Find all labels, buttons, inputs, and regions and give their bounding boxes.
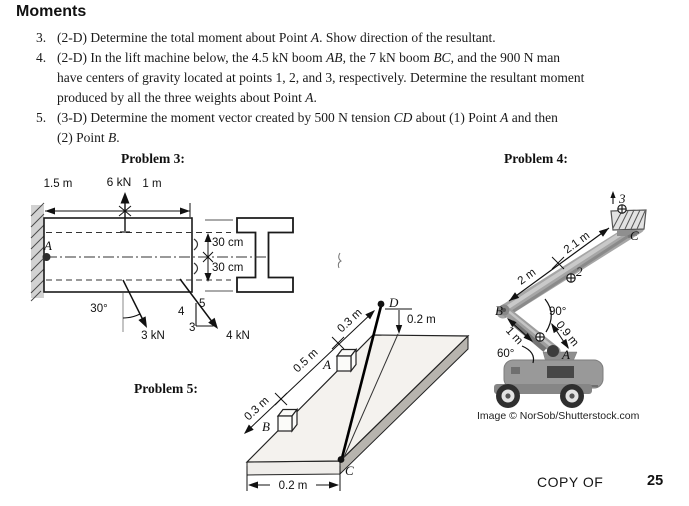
text-segment: produced by all the three weights about … xyxy=(57,90,306,105)
boom-dimension-line xyxy=(508,227,610,302)
point-d-dot xyxy=(377,300,385,308)
text-segment: about (1) Point xyxy=(412,110,501,125)
p5-point-a-label: A xyxy=(323,357,331,372)
p3-dim-1m-label: 1 m xyxy=(142,178,162,190)
page-number: 25 xyxy=(647,473,664,489)
p3-slope-5-label: 5 xyxy=(199,298,206,310)
text-segment: (2-D) Determine the total moment about P… xyxy=(57,30,311,45)
p3-point-a-label: A xyxy=(44,238,52,253)
text-segment: A xyxy=(500,110,509,125)
text-segment: , the 7 kN boom xyxy=(342,50,434,65)
text-segment: CD xyxy=(393,110,413,125)
item-text: (3-D) Determine the moment vector create… xyxy=(57,108,558,148)
page-title: Moments xyxy=(16,3,87,20)
force-4kn-arrow xyxy=(179,278,218,329)
item-number: 3. xyxy=(36,30,47,45)
beam-break-marks xyxy=(193,238,199,275)
item-text: (2-D) In the lift machine below, the 4.5… xyxy=(57,48,584,108)
p4-point-b-label: B xyxy=(495,303,503,318)
i-beam-section xyxy=(236,217,294,293)
platform-basket xyxy=(610,209,647,239)
text-segment: . Show direction of the resultant. xyxy=(319,30,496,45)
problem4-title: Problem 4: xyxy=(504,151,568,166)
problem5-diagram xyxy=(244,300,470,491)
text-segment: A xyxy=(305,90,314,105)
machine-chassis xyxy=(494,345,604,408)
cable-cd-line xyxy=(340,305,383,459)
p3-dim-30cm-lower-label: 30 cm xyxy=(212,262,244,274)
p5-point-b-label: B xyxy=(262,419,270,434)
block-a-cube xyxy=(335,347,358,373)
force-6kn-arrow xyxy=(120,192,130,233)
p5-point-d-label: D xyxy=(389,295,399,310)
list-item: 3. (2-D) Determine the total moment abou… xyxy=(36,28,664,48)
item-number: 4. xyxy=(36,50,47,65)
list-item: 4. (2-D) In the lift machine below, the … xyxy=(36,48,664,108)
p3-slope-4-label: 4 xyxy=(178,306,185,318)
force-3kn-arrow xyxy=(122,279,147,332)
top-dimension-line xyxy=(45,203,191,217)
text-segment: . xyxy=(116,130,120,145)
text-segment: (3-D) Determine the moment vector create… xyxy=(57,110,394,125)
angle-90-arc xyxy=(544,298,552,333)
beam-reference-lines xyxy=(46,232,267,281)
p4-point-3-label: 3 xyxy=(619,191,626,206)
p3-dim-30cm-upper-label: 30 cm xyxy=(212,237,244,249)
text-segment: , and the 900 N man xyxy=(450,50,561,65)
p4-point-a-label: A xyxy=(562,347,570,362)
projection-line xyxy=(343,333,399,458)
text-segment: A xyxy=(310,30,320,45)
wall-support xyxy=(30,202,45,302)
p4-point-c-label: C xyxy=(630,228,639,243)
lower-boom xyxy=(498,304,561,356)
item-text: (2-D) Determine the total moment about P… xyxy=(57,28,496,48)
text-segment: AB xyxy=(326,50,343,65)
text-segment: (2-D) In the lift machine below, the 4.5… xyxy=(57,50,327,65)
p4-angle-60-label: 60° xyxy=(497,348,515,360)
text-segment: BC xyxy=(433,50,451,65)
block-b-cube xyxy=(276,407,299,433)
p3-slope-3-label: 3 xyxy=(189,322,196,334)
offset-dimension xyxy=(551,323,569,349)
point-3-marker xyxy=(610,191,616,204)
p5-point-c-label: C xyxy=(345,463,354,478)
image-credit: Image © NorSob/Shutterstock.com xyxy=(477,410,640,422)
plate-front-face xyxy=(246,460,341,476)
problem5-title: Problem 5: xyxy=(134,381,198,396)
p3-force-4kn-label: 4 kN xyxy=(226,330,250,342)
scan-artifact-mark xyxy=(337,252,342,269)
p3-force-6kn-label: 6 kN xyxy=(106,175,132,189)
point-a-dot xyxy=(42,253,51,261)
problem3-diagram xyxy=(30,192,342,332)
point-c-dot xyxy=(337,456,345,463)
p5-dim-0-2m-top-label: 0.2 m xyxy=(407,314,436,326)
lower-boom-dimension xyxy=(507,318,533,342)
p3-angle-30-label: 30° xyxy=(90,303,108,315)
text-segment: and then xyxy=(508,110,558,125)
text-segment: B xyxy=(108,130,117,145)
problem3-title: Problem 3: xyxy=(121,151,185,166)
p4-angle-90-label: 90° xyxy=(549,306,567,318)
cg-symbols xyxy=(535,204,627,342)
problem4-diagram xyxy=(494,191,647,408)
p4-point-2-label: 2 xyxy=(576,264,583,279)
height-dimension-line xyxy=(385,308,412,334)
text-segment: . xyxy=(313,90,317,105)
upper-boom xyxy=(496,220,645,319)
item-number: 5. xyxy=(36,110,47,125)
beam-outline xyxy=(43,217,193,293)
edge-dimension-line xyxy=(244,310,375,434)
section-dimension-line xyxy=(202,219,233,292)
list-item: 5. (3-D) Determine the moment vector cre… xyxy=(36,108,664,148)
p3-dim-1-5m-label: 1.5 m xyxy=(43,178,73,190)
text-segment: (2) Point xyxy=(57,130,109,145)
p3-force-3kn-label: 3 kN xyxy=(141,330,165,342)
text-segment: have centers of gravity located at point… xyxy=(57,70,585,85)
angle-60-arc xyxy=(521,345,535,364)
problem-list: 3. (2-D) Determine the total moment abou… xyxy=(36,28,664,148)
copy-of-label: COPY OF xyxy=(537,474,604,490)
p5-dim-0-2m-bottom-label: 0.2 m xyxy=(270,480,316,492)
